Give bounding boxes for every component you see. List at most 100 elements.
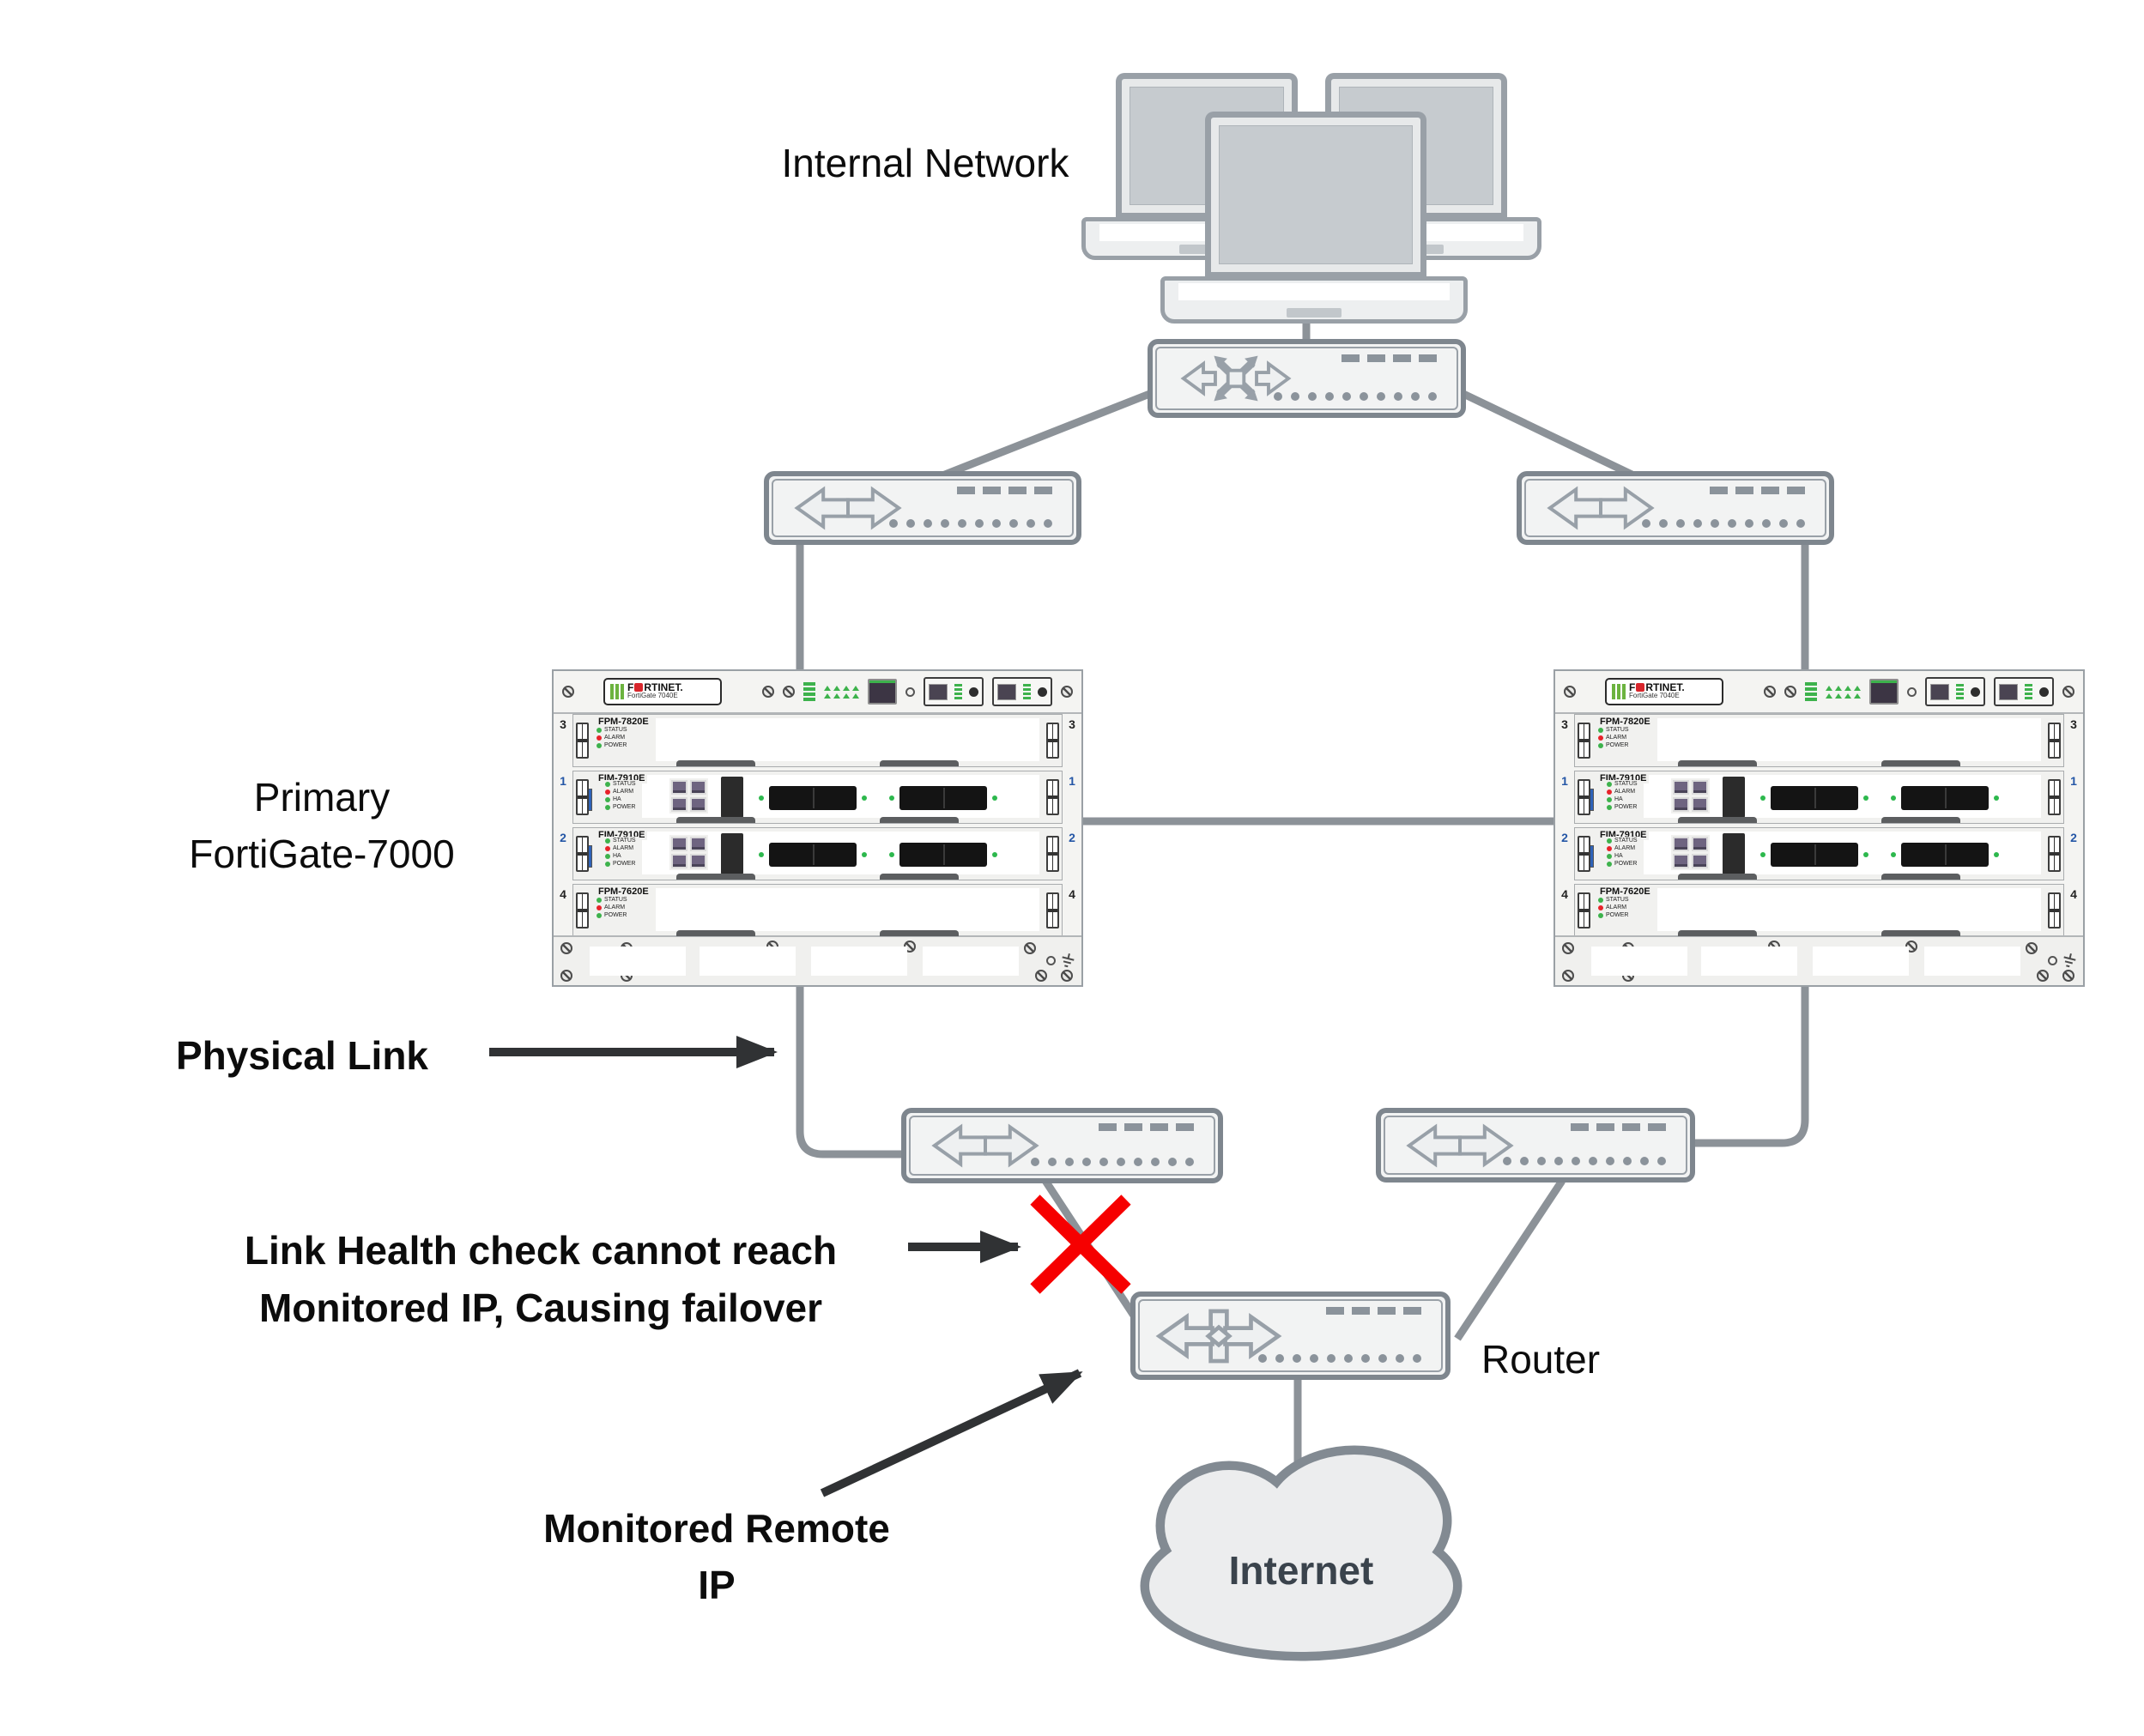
led-alarm: ALARM — [1598, 735, 1629, 741]
led-alarm: ALARM — [597, 904, 627, 911]
mgmt-rj45-ports — [669, 835, 708, 870]
ground-symbol-icon — [1062, 953, 1075, 968]
port-led — [1994, 852, 1999, 857]
module-handle — [676, 760, 755, 766]
monitored-remote-ip-label: Monitored Remote IP — [481, 1500, 953, 1613]
port-dashes — [1710, 487, 1805, 494]
latch-handle — [1046, 836, 1059, 872]
mgmt-ethernet-port — [868, 679, 897, 705]
latch-handle — [2048, 836, 2061, 872]
led-power: POWER — [1598, 742, 1629, 749]
core-switch-faceplate — [1155, 347, 1458, 410]
primary-label-line1: Primary — [253, 775, 391, 820]
vent-grid — [923, 947, 1019, 976]
reset-button — [905, 687, 915, 697]
screw-icon — [1562, 942, 1574, 954]
screw-icon — [1562, 970, 1574, 982]
slot-number: 2 — [1069, 831, 1075, 844]
port-dashes — [1326, 1307, 1421, 1315]
chassis-model: FortiGate 7040E — [1629, 692, 1680, 699]
chassis-fan-tray — [1555, 935, 2083, 985]
latch-handle — [576, 892, 589, 928]
led-power: POWER — [1607, 861, 1638, 868]
module-handle — [880, 817, 959, 823]
led-power: POWER — [605, 804, 636, 811]
slot-number: 3 — [560, 717, 566, 731]
latch-handle — [1046, 723, 1059, 759]
screw-icon — [2026, 942, 2038, 954]
link-health-line2: Monitored IP, Causing failover — [258, 1285, 823, 1330]
router-label: Router — [1481, 1337, 1601, 1382]
led-alarm: ALARM — [605, 845, 636, 852]
port-dashes — [957, 487, 1052, 494]
latch-handle — [1578, 892, 1590, 928]
switch-faceplate — [1524, 479, 1826, 537]
port-dashes — [1099, 1123, 1194, 1131]
physical-link-label: Physical Link — [176, 1033, 429, 1078]
wire-right-chassis-to-lower-right-switch — [1689, 983, 1809, 1147]
latch-handle — [1578, 836, 1590, 872]
sfp-cage — [1723, 833, 1745, 874]
led-power: POWER — [605, 861, 636, 868]
module-handle — [880, 760, 959, 766]
screw-icon — [783, 686, 795, 698]
latch-handle — [2048, 892, 2061, 928]
port-led — [1760, 852, 1765, 857]
led-ha: HA — [1607, 796, 1638, 803]
latch-handle — [1578, 723, 1590, 759]
ground-lug — [2048, 955, 2057, 965]
led-alarm: ALARM — [1607, 789, 1638, 795]
led-status: STATUS — [1607, 781, 1638, 788]
led-status: STATUS — [605, 838, 636, 844]
fim-module: FIM-7910E STATUS ALARM HA POWER — [572, 771, 1063, 824]
latch-handle — [1046, 779, 1059, 815]
screw-icon — [1024, 942, 1036, 954]
fortinet-red-square-icon — [634, 683, 644, 692]
console-module-2 — [1994, 677, 2054, 706]
port-led — [759, 795, 764, 801]
link-health-line1: Link Health check cannot reach — [244, 1228, 838, 1273]
wire-core-to-right-switch — [1460, 389, 1650, 487]
laptop-base — [1160, 276, 1468, 324]
port-dots — [889, 519, 1052, 528]
fim-module: FIM-7910E STATUS ALARM HA POWER — [1574, 771, 2064, 824]
slot-number: 2 — [2070, 831, 2077, 844]
wan-switch-right — [1376, 1108, 1695, 1183]
chassis-slot-2: 2 FIM-7910E STATUS ALARM HA POWER — [1555, 827, 2083, 880]
qsfp-ports-c3-c4 — [899, 786, 987, 810]
port-led — [889, 852, 894, 857]
distribution-switch-left — [764, 471, 1081, 545]
port-led — [1863, 852, 1868, 857]
link-health-label: Link Health check cannot reach Monitored… — [172, 1222, 910, 1337]
vent-grid — [700, 947, 796, 976]
port-led — [759, 852, 764, 857]
management-ports — [1764, 677, 2074, 706]
chassis-slot-4: 4 FPM-7620E STATUS ALARM POWER 4 — [1555, 884, 2083, 937]
port-led — [1994, 795, 1999, 801]
module-label: FPM-7620E — [1597, 886, 1653, 897]
fortinet-bars-icon — [1612, 684, 1626, 699]
slot-number: 1 — [1069, 774, 1075, 788]
laptop-screen — [1205, 112, 1426, 278]
latch-handle — [2048, 723, 2061, 759]
switch-indicators — [1642, 487, 1805, 528]
screw-icon — [2037, 970, 2049, 982]
mgmt-rj45-ports — [1671, 778, 1710, 814]
alarm-led-cluster — [1826, 685, 1861, 699]
module-handle — [880, 874, 959, 880]
module-label: FPM-7620E — [596, 886, 651, 897]
logo-prefix: F — [1629, 681, 1636, 693]
screw-icon — [2062, 686, 2074, 698]
switch-icon — [1406, 1123, 1514, 1167]
led-alarm: ALARM — [1598, 904, 1629, 911]
ground-lug — [1046, 955, 1056, 965]
chassis-slot-1: 1 FIM-7910E STATUS ALARM HA POWER — [554, 771, 1081, 824]
switch-faceplate — [909, 1116, 1215, 1176]
chassis-slot-2: 2 FIM-7910E STATUS ALARM HA POWER — [554, 827, 1081, 880]
vent-grid — [1591, 947, 1687, 976]
alarm-led-cluster — [824, 685, 859, 699]
chassis-slot-3: 3 FPM-7820E STATUS ALARM POWER 3 — [554, 714, 1081, 767]
